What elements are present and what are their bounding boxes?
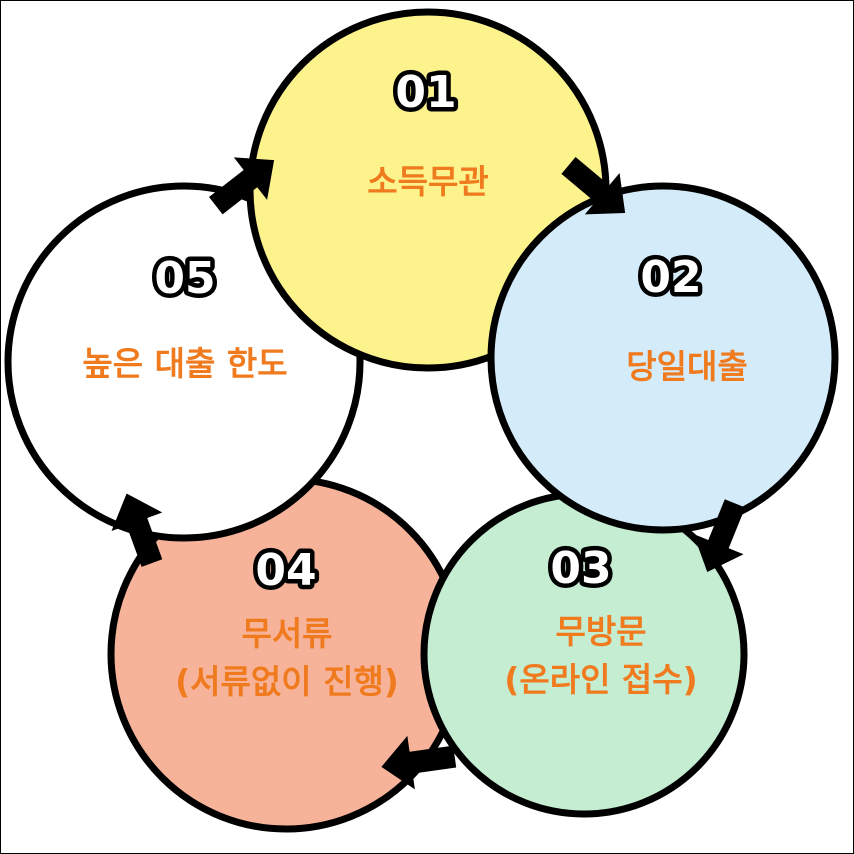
arrow-02-to-03-icon bbox=[693, 499, 746, 572]
step-01-label: 소득무관 bbox=[367, 162, 488, 201]
arrow-04-to-05-icon bbox=[111, 493, 163, 567]
step-02-circle bbox=[487, 182, 839, 534]
arrow-01-to-02-icon bbox=[561, 157, 626, 215]
step-03-label-line2: (온라인 접수) bbox=[504, 660, 697, 699]
step-02-label: 당일대출 bbox=[626, 347, 747, 386]
step-03-number: 03 bbox=[550, 543, 611, 594]
arrow-03-to-04-icon bbox=[381, 735, 457, 790]
step-05-label: 높은 대출 한도 bbox=[82, 344, 287, 383]
step-04-label-line2: (서류없이 진행) bbox=[175, 662, 399, 701]
step-03-circle bbox=[420, 490, 748, 818]
step-02-number: 02 bbox=[640, 252, 701, 303]
step-03-label-line1: 무방문 bbox=[555, 612, 646, 651]
step-05-number: 05 bbox=[154, 253, 215, 304]
step-04-label-line1: 무서류 bbox=[241, 614, 332, 653]
step-04-number: 04 bbox=[255, 545, 316, 596]
cycle-arrows bbox=[111, 157, 746, 790]
step-01-number: 01 bbox=[395, 67, 456, 118]
arrow-05-to-01-icon bbox=[209, 157, 275, 215]
